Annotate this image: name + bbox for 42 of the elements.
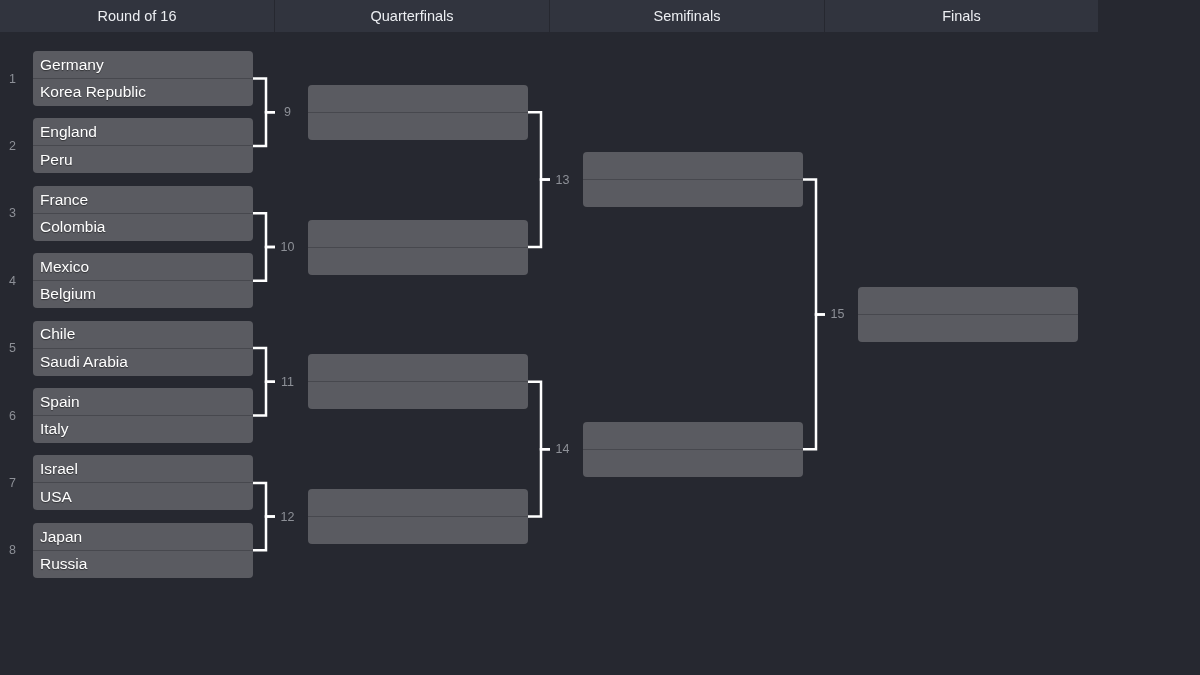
- team-name: England: [40, 123, 97, 142]
- column-header: Semifinals: [550, 0, 825, 32]
- team-name: Mexico: [40, 257, 90, 276]
- team-name: USA: [40, 487, 72, 506]
- bracket-line: [803, 313, 825, 451]
- match-number: 8: [9, 543, 16, 558]
- match-number: 7: [9, 475, 16, 490]
- team-name: Saudi Arabia: [40, 352, 128, 371]
- bracket-line: [528, 178, 550, 249]
- team-name: Japan: [40, 527, 83, 546]
- team-name: Italy: [40, 420, 69, 439]
- match-number: 15: [830, 307, 845, 322]
- match-number: 14: [555, 442, 570, 457]
- column-header: Quarterfinals: [275, 0, 550, 32]
- column-header: Round of 16: [0, 0, 275, 32]
- bracket-line: [253, 110, 275, 148]
- match-number: 11: [281, 374, 294, 389]
- match-number: 10: [280, 240, 295, 254]
- match-number: 4: [9, 273, 16, 288]
- team-name: Spain: [40, 392, 80, 411]
- column-header: Finals: [825, 0, 1099, 32]
- match-number: 3: [9, 206, 16, 221]
- match-number: 2: [9, 138, 16, 153]
- match-number: 5: [9, 341, 16, 356]
- team-name: Peru: [40, 150, 73, 169]
- match-number: 9: [284, 105, 291, 120]
- team-name: France: [40, 190, 89, 209]
- team-name: Colombia: [40, 218, 106, 237]
- match-number: 1: [9, 71, 16, 86]
- team-name: Russia: [40, 555, 88, 574]
- bracket-line: [253, 380, 275, 417]
- match-number: 6: [9, 408, 16, 423]
- match-number: 12: [280, 509, 295, 524]
- team-name: Germany: [40, 55, 104, 74]
- bracket-line: [253, 245, 275, 282]
- team-name: Korea Republic: [40, 83, 146, 102]
- match-number: 13: [555, 172, 570, 187]
- team-name: Belgium: [40, 285, 96, 304]
- team-name: Israel: [40, 460, 78, 479]
- bracket-line: [528, 447, 550, 518]
- team-name: Chile: [40, 325, 76, 344]
- bracket-line: [253, 515, 275, 552]
